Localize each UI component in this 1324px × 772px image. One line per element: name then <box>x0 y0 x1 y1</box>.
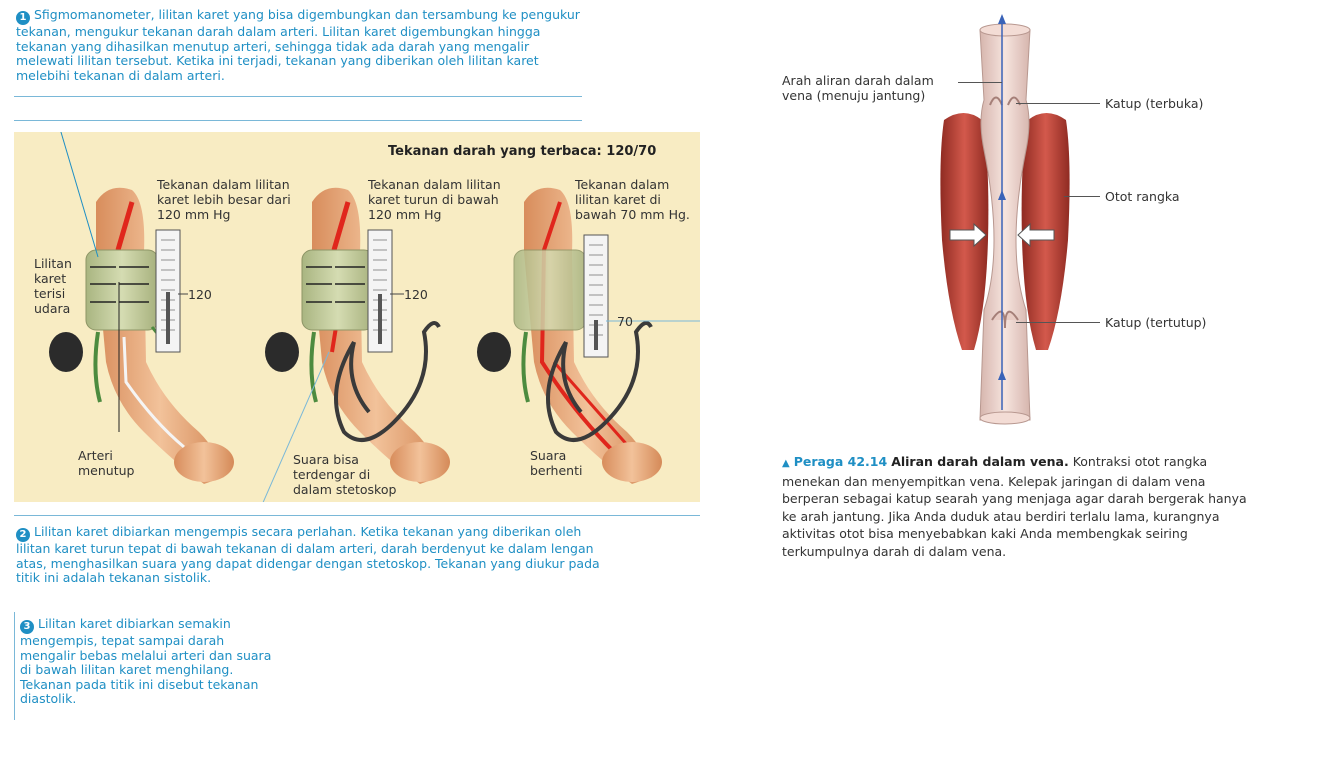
arm-2 <box>265 187 450 484</box>
valve-open-leader <box>1016 103 1100 104</box>
blood-pressure-illustration <box>49 132 700 502</box>
flow-label: Arah aliran darah dalam vena (menuju jan… <box>782 73 934 103</box>
flow-leader <box>958 82 1002 83</box>
rule-1 <box>14 96 582 97</box>
col2-top-label: Tekanan dalam lilitan karet turun di baw… <box>368 177 501 222</box>
vein-illustration <box>940 14 1070 425</box>
blood-pressure-panel: Tekanan darah yang terbaca: 120/70 <box>14 132 700 502</box>
step-3-text: Lilitan karet dibiarkan semakin mengempi… <box>20 616 272 706</box>
cuff-label: Lilitan karet terisi udara <box>34 256 72 316</box>
step-3-number: 3 <box>20 620 34 634</box>
step-2-text: Lilitan karet dibiarkan mengempis secara… <box>16 524 600 585</box>
artery-label: Arteri menutup <box>78 448 135 478</box>
figure-title: Aliran darah dalam vena. <box>891 454 1069 469</box>
step-2-number: 2 <box>16 528 30 542</box>
muscle-label: Otot rangka <box>1105 189 1180 204</box>
step-1-text: Sfigmomanometer, lilitan karet yang bisa… <box>16 7 580 83</box>
rule-2 <box>14 120 582 121</box>
rule-3 <box>14 515 700 516</box>
valve-closed-label: Katup (tertutup) <box>1105 315 1207 330</box>
col3-top-label: Tekanan dalam lilitan karet di bawah 70 … <box>575 177 690 222</box>
arm-1 <box>49 187 234 484</box>
figure-number: Peraga 42.14 <box>793 454 888 469</box>
triangle-icon: ▲ <box>782 458 790 469</box>
gauge-2-value: 120 <box>404 287 428 302</box>
panel-title: Tekanan darah yang terbaca: 120/70 <box>388 144 657 159</box>
figure-body: Kontraksi otot rangka menekan dan menyem… <box>782 454 1247 559</box>
gauge-1-value: 120 <box>188 287 212 302</box>
gauge-3-value: 70 <box>617 314 633 329</box>
col1-top-label: Tekanan dalam lilitan karet lebih besar … <box>157 177 291 222</box>
step-1-number: 1 <box>16 11 30 25</box>
valve-open-label: Katup (terbuka) <box>1105 96 1204 111</box>
stop-label: Suara berhenti <box>530 448 583 478</box>
arm-3 <box>477 187 700 484</box>
step-3-bar <box>14 612 15 720</box>
valve-closed-leader <box>1016 322 1100 323</box>
muscle-leader <box>1064 196 1100 197</box>
figure-caption: ▲ Peraga 42.14 Aliran darah dalam vena. … <box>782 453 1252 560</box>
sound-label: Suara bisa terdengar di dalam stetoskop <box>293 452 397 497</box>
